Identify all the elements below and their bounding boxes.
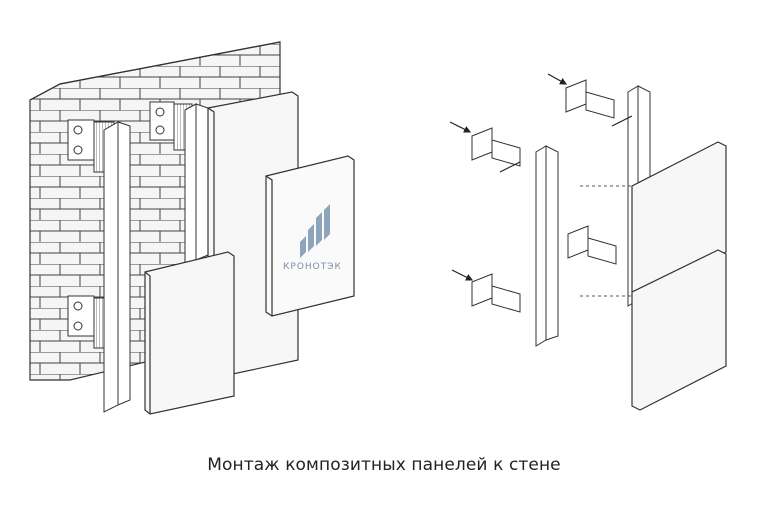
- bracket-icon: [471, 79, 617, 313]
- guide-rail-icon: [103, 103, 209, 413]
- alignment-guides: [580, 185, 632, 297]
- logo-icon: [300, 204, 330, 258]
- left-assembly: [29, 41, 355, 415]
- logo-text: КРОНОТЭК: [283, 262, 342, 272]
- right-assembly: [449, 73, 727, 411]
- diagram-caption: Монтаж композитных панелей к стене: [207, 455, 561, 475]
- arrow-icon: [449, 73, 633, 281]
- composite-panel-icon: [631, 141, 727, 411]
